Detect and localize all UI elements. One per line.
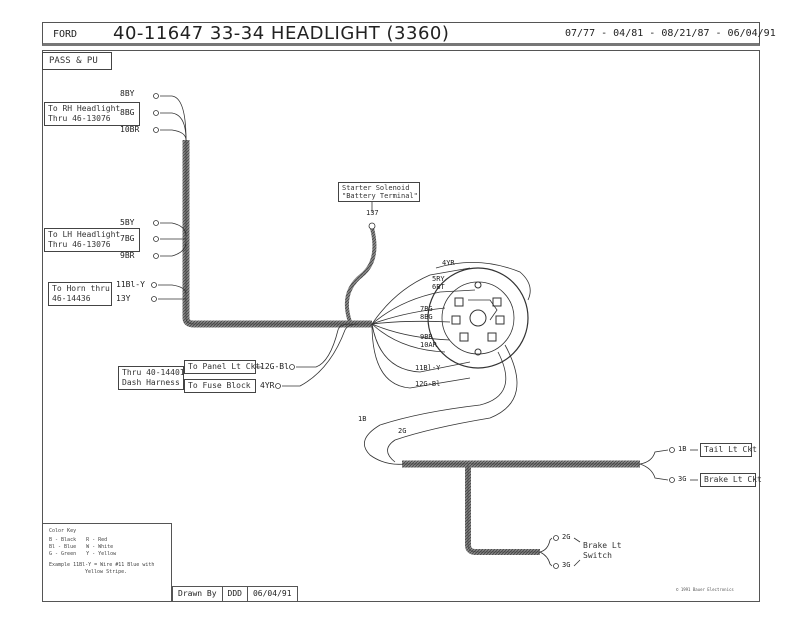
bs-3g: 3G [562,561,571,569]
wire-4yr: 4YR [260,381,275,390]
starter-line-1: Starter Solenoid [342,184,410,192]
sw-12gbl: 12G-Bl [415,380,441,388]
lh-line-2: Thru 46-13076 [48,240,111,249]
rear-loop-wire [363,351,507,465]
loop-1b: 1B [358,415,367,423]
fuse-block-box: To Fuse Block [184,379,256,393]
wire-8bg: 8BG [120,108,135,117]
fuse-block-label: To Fuse Block [188,381,251,390]
tail-1b: 1B [678,445,687,453]
dash-line-1: Thru 40-14401 [122,368,185,377]
sw-11bly: 11Bl-Y [415,364,441,372]
main-harness [182,140,372,328]
loop-2g: 2G [398,427,407,435]
drawn-by-date: 06/04/91 [252,589,292,598]
wire-10br: 10BR [120,125,140,134]
starter-wire [345,227,377,323]
tail-lt-ckt-box: Tail Lt Ckt [700,443,757,457]
brake-switch-line-2: Switch [583,551,612,560]
color-key-title: Color Key [49,528,77,534]
key-row: G - Green Y - Yellow [49,551,165,558]
horn-line-2: 46-14436 [52,294,91,303]
starter-line-2: "Battery Terminal" [342,192,418,200]
lh-connectors [153,220,159,259]
title-bar: FORD 40-11647 33-34 HEADLIGHT (3360) 07/… [42,22,776,46]
copyright: © 1991 Bauer Electronics [676,587,734,592]
dash-line-2: Dash Harness [122,378,180,387]
part-title: 40-11647 33-34 HEADLIGHT (3360) [113,23,450,44]
key-entry: B - Black [49,537,77,543]
bs-2g: 2G [562,533,571,541]
lh-line-1: To LH Headlight [48,230,121,239]
sw-6bt: 6BT [432,283,445,291]
panel-ckt-label: To Panel Lt Ckt [188,362,261,371]
drawn-by-block: Drawn By DDD 06/04/91 [172,586,298,602]
rh-wires [160,95,187,141]
switch-fan-wires [371,267,476,389]
brake-3g: 3G [678,475,687,483]
rear-leaders [573,449,698,567]
sw-9br: 9BR [420,333,433,341]
date-range: 07/77 - 04/81 - 08/21/87 - 06/04/91 [565,28,776,39]
starter-solenoid-box: Starter Solenoid "Battery Terminal" [338,182,420,202]
tail-ckt-label: Tail Lt Ckt [704,445,757,454]
switch-top-wire [435,262,531,301]
key-row: Bl - Blue W - White [49,544,165,551]
sw-8bg: 8BG [420,313,433,321]
key-entry: G - Green [49,551,77,557]
color-key: Color Key B - Black R - Red Bl - Blue W - … [42,523,172,602]
key-entry: Y - Yellow [86,551,117,557]
tail-brake-wires [539,449,669,567]
sw-5ry: 5RY [432,275,445,283]
brake-ckt-label: Brake Lt Ckt [704,475,762,484]
horn-connectors [151,282,157,302]
rh-headlight-box: To RH Headlight Thru 46-13076 [44,102,140,126]
sw-4yr: 4YR [442,259,455,267]
wire-7bg: 7BG [120,234,135,243]
make-label: FORD [53,29,78,40]
rh-connectors [153,93,159,133]
dash-harness-box: Thru 40-14401 Dash Harness [118,366,185,390]
drawn-by-initials: DDD [223,587,248,601]
brake-switch-line-1: Brake Lt [583,541,622,550]
lh-headlight-box: To LH Headlight Thru 46-13076 [44,228,140,252]
wire-11bly: 11Bl-Y [116,280,145,289]
horn-box: To Horn thru 46-14436 [48,282,112,306]
key-entry: W - White [86,544,114,550]
sw-7bg: 7BG [420,305,433,313]
rear-connectors [553,447,675,569]
drawing-frame [42,50,760,602]
headlight-switch [427,267,529,369]
key-example-2: Yellow Stripe. [85,569,128,575]
wire-9br: 9BR [120,251,135,260]
key-entry: R - Red [86,537,108,543]
key-example: Example 11Bl-Y = Wire #11 Blue with [49,562,155,568]
subtitle-box: PASS & PU [42,52,112,70]
rh-line-2: Thru 46-13076 [48,114,111,123]
dash-connectors [275,364,295,389]
wire-12gbl: 12G-Bl [260,362,289,371]
wire-8by: 8BY [120,89,135,98]
sw-10ar: 10AR [420,341,437,349]
brake-lt-ckt-box: Brake Lt Ckt [700,473,762,487]
starter-wire-num: 137 [366,209,379,217]
dash-wires [282,323,359,387]
key-row: B - Black R - Red [49,537,165,544]
key-entry: Bl - Blue [49,544,77,550]
drawn-by-label: Drawn By [173,587,223,601]
horn-wires [158,284,187,300]
rh-line-1: To RH Headlight [48,104,121,113]
brake-harness [465,464,540,555]
panel-ckt-box: To Panel Lt Ckt [184,360,260,374]
subtitle: PASS & PU [49,56,98,66]
wire-13y: 13Y [116,294,131,303]
brake-switch-box: Brake Lt Switch [580,540,624,562]
lh-wires [160,222,187,257]
wire-5by: 5BY [120,218,135,227]
horn-line-1: To Horn thru [52,284,110,293]
